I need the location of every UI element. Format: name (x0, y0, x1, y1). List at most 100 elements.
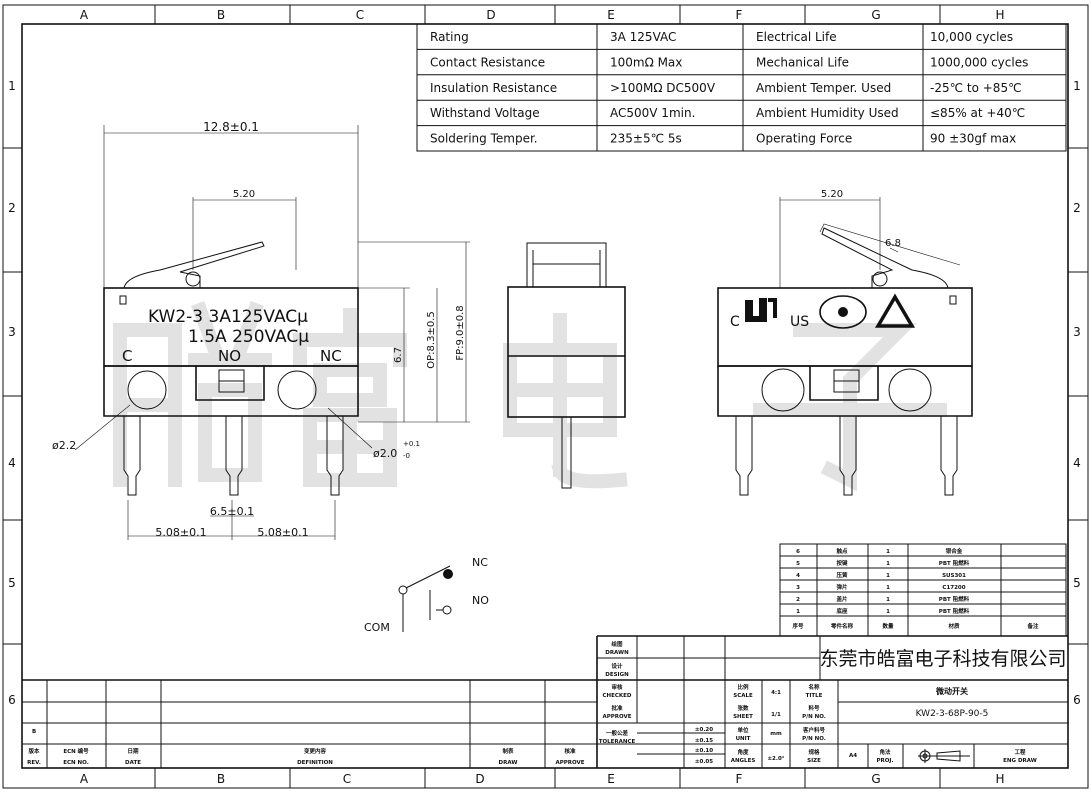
rev-header: 日期 (127, 747, 139, 755)
spec-cell: >100MΩ DC500V (610, 81, 716, 95)
rev-header: 制表 (502, 747, 514, 755)
cqc-logo (819, 295, 867, 329)
tb-label: DESIGN (605, 672, 629, 678)
rev-header: 变更内容 (304, 747, 327, 755)
bom-cell: PBT 阻燃料 (939, 595, 970, 603)
spec-cell: Electrical Life (756, 30, 837, 44)
bom-header: 数量 (882, 622, 894, 630)
svg-text:5.20: 5.20 (233, 189, 255, 200)
svg-text:H: H (995, 8, 1004, 22)
svg-text:NC: NC (320, 347, 342, 365)
bom-cell: 弹片 (836, 583, 848, 591)
svg-text:A: A (80, 772, 89, 786)
side-view (507, 242, 626, 489)
bom-cell: 银合金 (946, 547, 963, 555)
svg-text:4: 4 (8, 456, 16, 470)
svg-text:B: B (217, 8, 225, 22)
bom-cell: 5 (796, 561, 800, 567)
tb-label: SHEET (733, 714, 753, 720)
spec-cell: 1000,000 cycles (930, 55, 1028, 69)
svg-text:6.8: 6.8 (885, 238, 901, 249)
front-view: KW2-3 3A125VACμ 1.5A 250VACμ C NO NC 12.… (52, 120, 470, 540)
tb-label: 绘图 (611, 640, 623, 648)
svg-text:F: F (736, 8, 743, 22)
bom-cell: PBT 阻燃料 (939, 559, 970, 567)
svg-text:4: 4 (1073, 456, 1081, 470)
svg-text:FP:9.0±0.8: FP:9.0±0.8 (455, 305, 466, 360)
svg-text:5.08±0.1: 5.08±0.1 (155, 526, 206, 539)
svg-text:±2.0°: ±2.0° (767, 756, 784, 762)
svg-text:A: A (80, 8, 89, 22)
spec-cell: Ambient Humidity Used (756, 106, 899, 120)
spec-cell: -25℃ to +85℃ (930, 81, 1022, 95)
rear-view: C US 5.20 6.8 (717, 189, 973, 496)
spec-cell: 10,000 cycles (930, 30, 1013, 44)
spec-cell: 235±5℃ 5s (610, 132, 682, 146)
tb-label: 张数 (737, 704, 749, 712)
svg-text:6: 6 (8, 693, 16, 707)
bom-cell: 3 (796, 585, 800, 591)
bom-cell: 压簧 (836, 571, 848, 579)
ul-logo (745, 298, 777, 322)
tb-label: ENG DRAW (1003, 758, 1037, 764)
spec-cell: 90 ±30gf max (930, 132, 1016, 146)
bom-cell: 1 (886, 585, 890, 591)
svg-text:D: D (475, 772, 484, 786)
tb-label: 一般公差 (606, 729, 629, 737)
svg-text:G: G (871, 8, 880, 22)
svg-text:C: C (122, 347, 132, 365)
svg-text:1: 1 (1073, 79, 1081, 93)
svg-text:5.08±0.1: 5.08±0.1 (257, 526, 308, 539)
svg-text:1.5A 250VACμ: 1.5A 250VACμ (188, 327, 309, 347)
svg-text:E: E (607, 8, 615, 22)
bom-cell: SUS301 (942, 573, 966, 579)
tb-label: 料号 (808, 704, 820, 712)
svg-text:B: B (217, 772, 225, 786)
bom-header: 序号 (791, 622, 804, 630)
svg-text:C: C (356, 8, 364, 22)
tb-label: APPROVE (602, 714, 631, 720)
tb-label: P/N NO. (802, 736, 826, 742)
tb-label: 比例 (737, 683, 749, 691)
projection-symbol-icon (918, 749, 970, 763)
spec-cell: Soldering Temper. (430, 132, 538, 146)
tb-label: DRAWN (605, 650, 629, 656)
bom-header: 零件名称 (830, 622, 854, 630)
svg-text:6: 6 (1073, 693, 1081, 707)
tb-label: 角法 (879, 748, 891, 756)
svg-text:ø2.2: ø2.2 (52, 439, 76, 452)
svg-text:COM: COM (364, 621, 390, 634)
grid-ticks (3, 5, 1088, 788)
svg-text:5: 5 (1073, 576, 1081, 590)
svg-text:C: C (730, 314, 740, 330)
svg-text:NO: NO (472, 594, 489, 607)
svg-text:1: 1 (8, 79, 16, 93)
spec-cell: AC500V 1min. (610, 106, 695, 120)
spec-cell: Mechanical Life (756, 55, 849, 69)
spec-cell: 100mΩ Max (610, 55, 682, 69)
company-name: 东莞市皓富电子科技有限公司 (819, 648, 1066, 670)
rev-header: DEFINITION (297, 760, 333, 766)
svg-text:ø2.0: ø2.0 (373, 447, 397, 460)
switch-schematic: NC NO COM (364, 556, 489, 634)
tb-label: PROJ. (876, 758, 893, 764)
svg-text:5: 5 (8, 576, 16, 590)
svg-text:2: 2 (1073, 201, 1081, 215)
tb-label: SCALE (733, 693, 753, 699)
tb-label: CHECKED (602, 693, 631, 699)
rev-header: 核准 (564, 747, 576, 755)
spec-cell: Withstand Voltage (430, 106, 540, 120)
svg-text:3: 3 (8, 325, 16, 339)
rev-header: REV. (27, 760, 41, 766)
tb-label: 审核 (611, 683, 623, 691)
rev-header: APPROVE (555, 760, 584, 766)
spec-cell: 3A 125VAC (610, 30, 676, 44)
svg-text:NC: NC (472, 556, 488, 569)
svg-text:1/1: 1/1 (771, 712, 781, 718)
svg-text:6.7: 6.7 (393, 347, 404, 363)
rev-header: DATE (125, 760, 141, 766)
